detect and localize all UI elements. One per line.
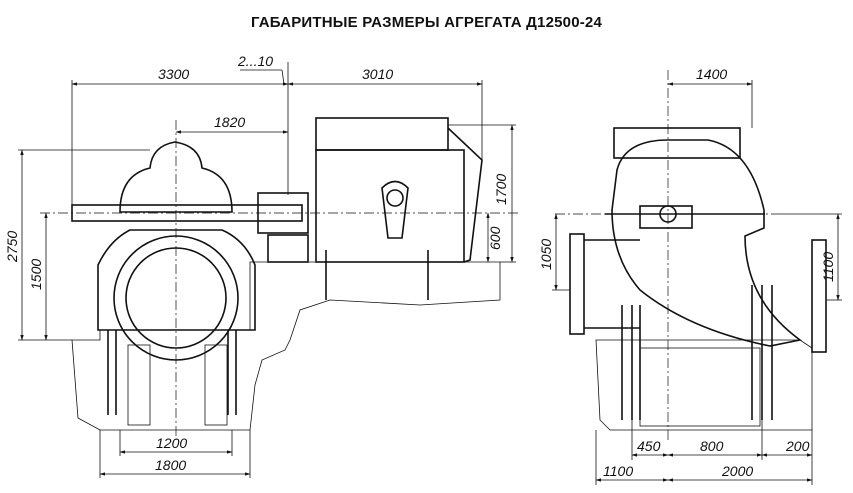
dim-1820: 1820 xyxy=(214,114,245,130)
motor-terminal-box xyxy=(381,180,409,239)
dim-1100-outlet: 1100 xyxy=(820,252,836,282)
motor-top xyxy=(315,117,449,151)
dim-1100-base: 1100 xyxy=(603,463,633,479)
pump-upper-casing xyxy=(119,141,233,213)
inlet-pipe xyxy=(584,239,640,329)
side-motor-top xyxy=(613,127,741,159)
dim-1700: 1700 xyxy=(493,174,509,205)
front-view: 3300 2...10 3010 1820 2750 1500 1700 600… xyxy=(4,53,520,478)
motor-lifting-eye xyxy=(386,189,404,207)
inlet-flange xyxy=(569,233,585,335)
motor-body xyxy=(315,149,465,263)
foundation-pocket xyxy=(127,344,151,426)
dim-600: 600 xyxy=(487,226,503,250)
dim-450: 450 xyxy=(637,438,661,454)
anchor-bolts-front xyxy=(107,250,429,415)
front-dimension-lines xyxy=(18,62,516,478)
dim-1200: 1200 xyxy=(156,435,187,451)
outlet-flange xyxy=(811,239,827,353)
page-title: ГАБАРИТНЫЕ РАЗМЕРЫ АГРЕГАТА Д12500-24 xyxy=(250,14,603,31)
dim-1050: 1050 xyxy=(538,239,554,270)
coupling-support xyxy=(267,234,309,263)
dim-3300: 3300 xyxy=(158,66,189,82)
foundation-pocket xyxy=(204,344,228,426)
dim-3010: 3010 xyxy=(362,66,393,82)
motor-fan-cover xyxy=(447,127,483,263)
side-dimension-lines xyxy=(552,80,842,485)
dim-2750: 2750 xyxy=(4,231,20,263)
pump-casing xyxy=(97,229,256,331)
side-foundation-inner xyxy=(639,347,761,427)
side-foundation xyxy=(595,339,813,431)
anchor-bolts-side xyxy=(621,285,773,420)
side-shaft-hub xyxy=(639,205,693,229)
dim-1500: 1500 xyxy=(28,259,44,290)
dim-1400: 1400 xyxy=(696,66,727,82)
dim-2000: 2000 xyxy=(721,463,753,479)
dim-800: 800 xyxy=(700,438,724,454)
side-view: 1400 1050 1100 450 800 200 1100 2000 xyxy=(538,66,842,485)
volute-casing xyxy=(611,139,802,347)
dim-gap: 2...10 xyxy=(237,53,273,69)
dim-1800: 1800 xyxy=(155,457,186,473)
dim-200: 200 xyxy=(785,438,810,454)
